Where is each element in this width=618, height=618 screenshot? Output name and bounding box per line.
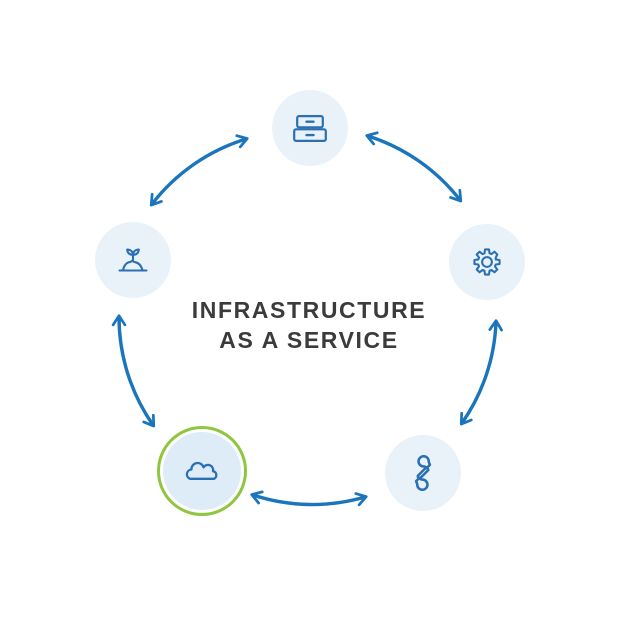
cloud-icon: [185, 461, 218, 480]
node-tools: [385, 435, 461, 511]
wrench-icon: [414, 455, 432, 491]
node-settings: [449, 224, 525, 300]
arrow-servers-settings: [365, 131, 463, 203]
title-line-1: INFRASTRUCTURE: [191, 297, 427, 323]
arrow-tools-cloud: [250, 490, 368, 507]
node-servers: [272, 90, 348, 166]
server-stack-icon: [293, 114, 327, 142]
title-line-2: AS A SERVICE: [219, 327, 399, 353]
sprout-icon: [118, 248, 148, 272]
arrow-cloud-growth: [111, 314, 156, 428]
diagram-title: INFRASTRUCTURE AS A SERVICE: [0, 295, 618, 355]
node-growth: [95, 222, 171, 298]
node-cloud-highlighted: [157, 426, 247, 516]
gear-icon: [473, 248, 501, 276]
node-cloud-disc: [163, 432, 241, 510]
arrow-settings-tools: [459, 319, 503, 426]
arrow-growth-servers: [149, 134, 249, 207]
